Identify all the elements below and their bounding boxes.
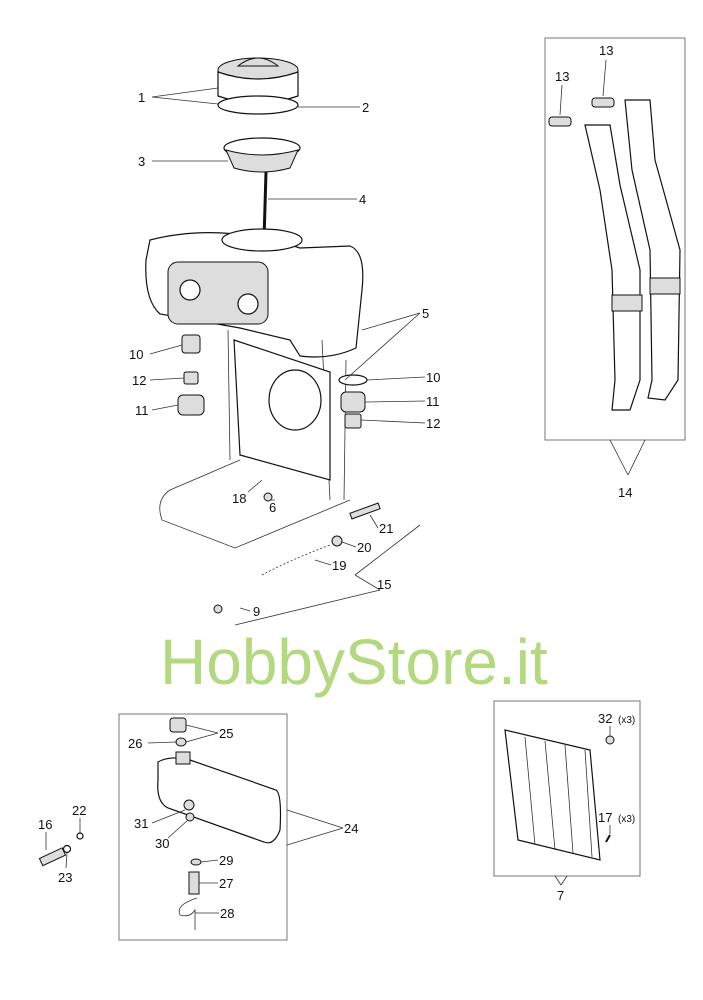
callout-6: 6 <box>269 500 276 515</box>
callout-26: 26 <box>128 736 142 751</box>
auxiliary-tank[interactable] <box>157 717 282 930</box>
callout-32: 32 <box>598 711 612 726</box>
callout-29: 29 <box>219 853 233 868</box>
callout-17-qty: (x3) <box>618 814 635 825</box>
callout-13b: 13 <box>599 43 613 58</box>
callout-14: 14 <box>618 485 632 500</box>
watermark-logo: HobbyStore.it <box>160 626 548 698</box>
right-fittings[interactable] <box>338 374 368 429</box>
callout-18: 18 <box>232 491 246 506</box>
callout-20: 20 <box>357 540 371 555</box>
callout-28: 28 <box>220 906 234 921</box>
callout-3: 3 <box>138 154 145 169</box>
callout-10-right: 10 <box>426 370 440 385</box>
callout-24: 24 <box>344 821 358 836</box>
spring-kit[interactable] <box>213 492 381 614</box>
straps-group-box <box>544 37 686 441</box>
callout-15: 15 <box>377 577 391 592</box>
callout-32-qty: (x3) <box>618 715 635 726</box>
left-fittings[interactable] <box>177 334 205 416</box>
callout-16: 16 <box>38 817 52 832</box>
callout-27: 27 <box>219 876 233 891</box>
shoulder-straps[interactable] <box>548 97 681 411</box>
callout-7: 7 <box>557 888 564 903</box>
callout-22: 22 <box>72 803 86 818</box>
callout-1: 1 <box>138 90 145 105</box>
callout-5: 5 <box>422 306 429 321</box>
callout-9: 9 <box>253 604 260 619</box>
auxiliary-tank-group-box <box>118 713 288 941</box>
filter-basket[interactable] <box>223 137 301 173</box>
tank-cap[interactable] <box>217 57 299 115</box>
callout-25: 25 <box>219 726 233 741</box>
callout-10-left: 10 <box>129 347 143 362</box>
callout-13a: 13 <box>555 69 569 84</box>
callout-17: 17 <box>598 810 612 825</box>
callout-30: 30 <box>155 836 169 851</box>
callout-12-left: 12 <box>132 373 146 388</box>
callout-2: 2 <box>362 100 369 115</box>
main-tank[interactable] <box>145 228 364 549</box>
bolt-set[interactable] <box>38 832 84 867</box>
callout-4: 4 <box>359 192 366 207</box>
callout-11-left: 11 <box>135 403 149 418</box>
callout-11-right: 11 <box>426 394 440 409</box>
callout-19: 19 <box>332 558 346 573</box>
callout-21: 21 <box>379 521 393 536</box>
callout-12-right: 12 <box>426 416 440 431</box>
back-plate[interactable] <box>504 729 615 861</box>
callout-23: 23 <box>58 870 72 885</box>
callout-31: 31 <box>134 816 148 831</box>
